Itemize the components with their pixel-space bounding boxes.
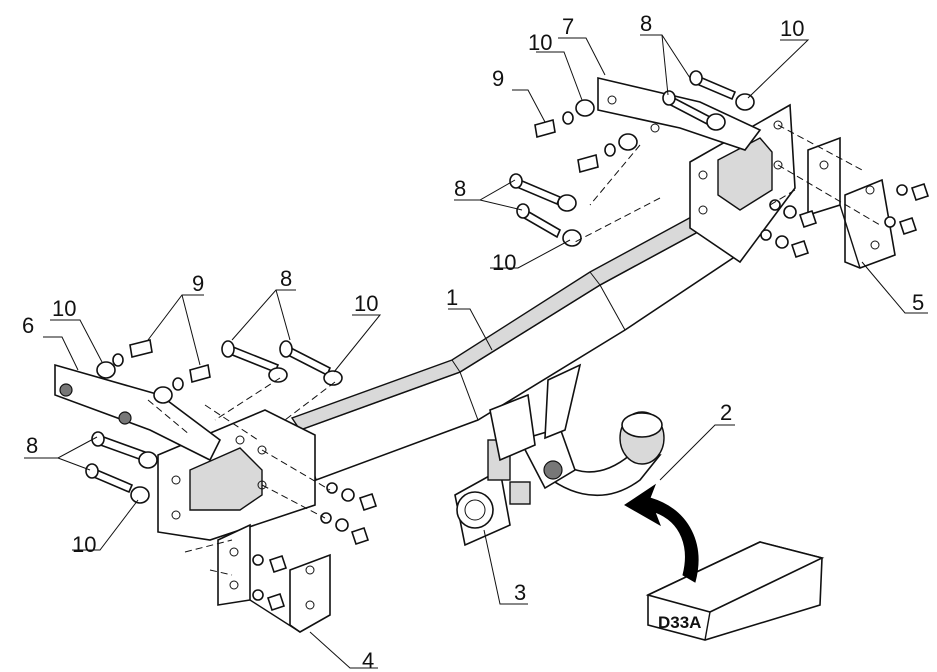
bracket-right <box>807 136 896 269</box>
callout-ball-neck: 2 <box>720 400 732 425</box>
main-beam <box>290 195 744 482</box>
kit-box: D33A <box>645 541 825 641</box>
callout-socket-plate: 3 <box>514 580 526 605</box>
callout-main-beam: 1 <box>446 285 458 310</box>
bolt-left-top-a <box>221 340 280 374</box>
callout-washer-set-left: 9 <box>192 271 204 296</box>
callout-washer-right-a: 10 <box>528 30 552 55</box>
side-plate-right <box>597 76 762 151</box>
washer-left-top-b <box>323 370 343 386</box>
callout-bolt-left-side: 8 <box>26 433 38 458</box>
callout-bolt-right-top: 8 <box>640 11 652 36</box>
callout-bolt-left-top: 8 <box>280 266 292 291</box>
right-mount-plate <box>689 103 796 264</box>
callout-bracket-left: 4 <box>362 648 374 672</box>
nuts-right-plate <box>760 199 818 259</box>
callout-washer-left-c: 10 <box>72 532 96 557</box>
ball-neck <box>518 363 665 496</box>
nuts-bracket-left <box>252 554 288 612</box>
bolt-left-side <box>85 431 158 504</box>
callout-bolt-right-side: 8 <box>454 176 466 201</box>
bolt-right-side <box>509 173 582 247</box>
callout-side-plate-left: 6 <box>22 313 34 338</box>
callout-washer-set-right: 9 <box>492 66 504 91</box>
callout-labels: 1 2 3 4 5 6 7 8 8 8 8 9 9 10 10 10 10 10 <box>22 11 924 672</box>
callout-washer-right-b: 10 <box>780 16 804 41</box>
callout-washer-right-c: 10 <box>492 250 516 275</box>
assembly-lines <box>147 124 881 576</box>
callout-washer-left-b: 10 <box>354 291 378 316</box>
washer-left-top-a <box>268 367 288 383</box>
nuts-left-plate <box>320 482 378 546</box>
nuts-bracket-right <box>884 182 930 236</box>
callout-side-plate-right: 7 <box>562 14 574 39</box>
bolt-left-top-b <box>279 340 332 377</box>
curved-arrow <box>624 483 699 583</box>
callout-washer-left-a: 10 <box>52 296 76 321</box>
washer-set-left <box>96 339 211 404</box>
kit-box-code: D33A <box>658 613 701 632</box>
socket-plate <box>454 393 536 547</box>
washer-set-right <box>534 99 638 174</box>
bolt-right-top <box>662 70 755 131</box>
callout-bracket-right: 5 <box>912 290 924 315</box>
leader-lines <box>24 34 928 669</box>
bracket-left <box>217 523 331 633</box>
